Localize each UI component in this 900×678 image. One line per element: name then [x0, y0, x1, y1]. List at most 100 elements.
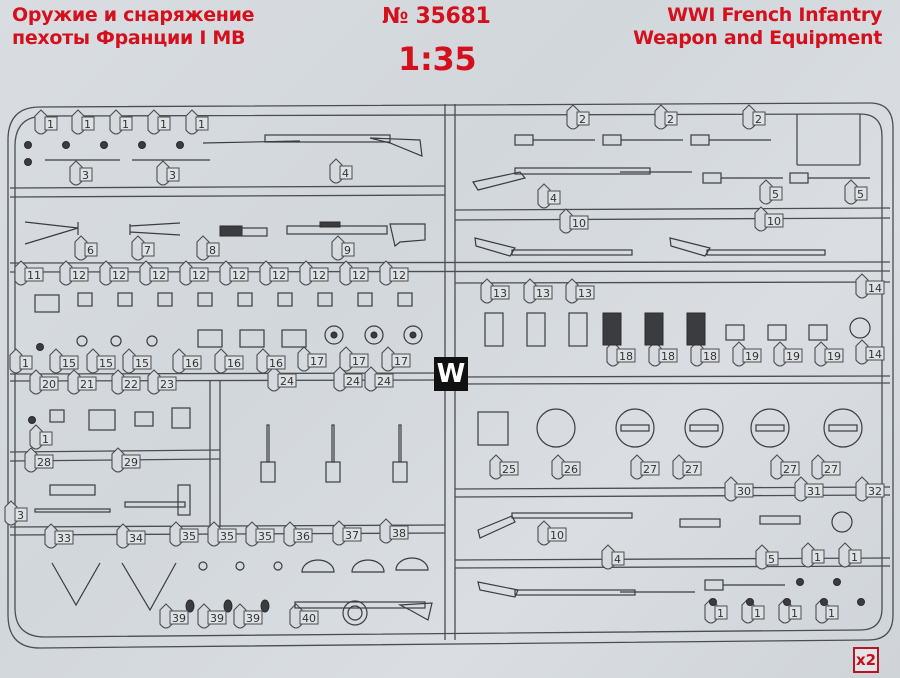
- lid-center: [409, 331, 417, 339]
- scabbard-part: [514, 134, 534, 146]
- screw-cap-part-1: [138, 141, 146, 149]
- part-label-5: 5: [765, 551, 779, 566]
- svg-text:1: 1: [160, 118, 167, 131]
- mess-tin-handle: [828, 424, 858, 432]
- part-label-3: 3: [14, 507, 28, 522]
- mess-tin-lid-part-17: [403, 325, 423, 345]
- carbine-part-10-right: [669, 237, 826, 257]
- svg-text:27: 27: [783, 463, 797, 476]
- grenade-bag-part-18: [644, 312, 664, 346]
- part-label-12: 12: [149, 267, 169, 282]
- part-label-14: 14: [865, 346, 885, 361]
- sprue-letter-badge: W: [434, 357, 468, 391]
- bipod-part-31: [759, 515, 801, 525]
- svg-text:12: 12: [152, 269, 166, 282]
- svg-text:1: 1: [851, 551, 858, 564]
- mess-tin-part-27: [615, 408, 655, 448]
- cartridge-pouch-part-12: [237, 292, 253, 307]
- svg-text:1: 1: [754, 607, 761, 620]
- part-label-1: 1: [788, 605, 802, 620]
- cartridge-pouch-part-12: [317, 292, 333, 307]
- part-label-16: 16: [224, 355, 244, 370]
- rifle-part-4-top-left: [202, 134, 423, 157]
- screw-cap-part-1: [24, 158, 32, 166]
- part-label-5: 5: [854, 186, 868, 201]
- svg-text:5: 5: [772, 188, 779, 201]
- scabbard-part: [602, 134, 622, 146]
- part-label-24: 24: [277, 373, 297, 388]
- part-label-23: 23: [157, 376, 177, 391]
- ammo-clips-part-22: [134, 411, 154, 427]
- svg-text:30: 30: [737, 485, 751, 498]
- part-label-1: 1: [825, 605, 839, 620]
- cartridge-pouch-part-12: [117, 292, 133, 307]
- svg-text:6: 6: [87, 244, 94, 257]
- part-label-12: 12: [309, 267, 329, 282]
- svg-text:9: 9: [344, 244, 351, 257]
- title-russian: Оружие и снаряжение пехоты Франции I MB: [12, 4, 255, 50]
- mess-tin-handle: [689, 424, 719, 432]
- part-label-1: 1: [751, 605, 765, 620]
- svg-text:10: 10: [767, 215, 781, 228]
- svg-text:18: 18: [703, 350, 717, 363]
- svg-text:1: 1: [791, 607, 798, 620]
- part-label-35: 35: [179, 528, 199, 543]
- sprue-outer-frame: [7, 102, 894, 649]
- svg-text:1: 1: [814, 551, 821, 564]
- part-label-18: 18: [616, 348, 636, 363]
- part-label-17: 17: [307, 353, 327, 368]
- svg-text:14: 14: [868, 282, 882, 295]
- fittings-part-32: [831, 511, 853, 533]
- part-label-12: 12: [349, 267, 369, 282]
- mess-tin-handle: [755, 424, 785, 432]
- cartridge-pouch-part-12: [77, 292, 93, 307]
- part-label-16: 16: [266, 355, 286, 370]
- screw-cap-part-1: [857, 598, 865, 606]
- part-label-37: 37: [342, 527, 362, 542]
- svg-text:14: 14: [868, 348, 882, 361]
- part-label-11: 11: [24, 267, 44, 282]
- svg-text:25: 25: [502, 463, 516, 476]
- part-label-38: 38: [389, 525, 409, 540]
- svg-text:1: 1: [828, 607, 835, 620]
- svg-text:11: 11: [27, 269, 41, 282]
- part-label-9: 9: [341, 242, 355, 257]
- cartridge-pouch-part-12: [357, 292, 373, 307]
- svg-text:3: 3: [82, 169, 89, 182]
- holster-part-20: [49, 409, 65, 423]
- svg-text:22: 22: [124, 378, 138, 391]
- part-label-24: 24: [374, 373, 394, 388]
- svg-text:15: 15: [135, 357, 149, 370]
- svg-text:1: 1: [47, 118, 54, 131]
- small-parts: [24, 134, 871, 613]
- suspenders-part-33: [51, 562, 101, 607]
- carbine-part-10-lower: [477, 512, 633, 539]
- screw-cap-part-1: [62, 141, 70, 149]
- part-label-24: 24: [343, 373, 363, 388]
- svg-text:34: 34: [129, 532, 143, 545]
- part-label-34: 34: [126, 530, 146, 545]
- svg-text:18: 18: [619, 350, 633, 363]
- part-label-2: 2: [576, 111, 590, 126]
- mess-tin-lid-part-17: [364, 325, 384, 345]
- pouch-lid-part-16: [197, 329, 223, 348]
- part-label-12: 12: [389, 267, 409, 282]
- part-label-35: 35: [217, 528, 237, 543]
- svg-text:24: 24: [280, 375, 294, 388]
- pouch-lid-part-16: [239, 329, 265, 348]
- svg-text:38: 38: [392, 527, 406, 540]
- helmet-half-part-37: [351, 559, 385, 573]
- rifle-part-4-top-right: [472, 167, 692, 191]
- part-label-16: 16: [182, 355, 202, 370]
- svg-text:31: 31: [807, 485, 821, 498]
- svg-text:39: 39: [172, 612, 186, 625]
- title-ru-line2: пехоты Франции I MB: [12, 27, 246, 49]
- part-label-1: 1: [811, 549, 825, 564]
- cartridge-pouch-part-12: [277, 292, 293, 307]
- title-english: WWI French Infantry Weapon and Equipment: [633, 4, 882, 50]
- svg-text:12: 12: [72, 269, 86, 282]
- part-label-12: 12: [189, 267, 209, 282]
- gas-mask-can-part-25: [477, 411, 509, 446]
- part-label-39: 39: [169, 610, 189, 625]
